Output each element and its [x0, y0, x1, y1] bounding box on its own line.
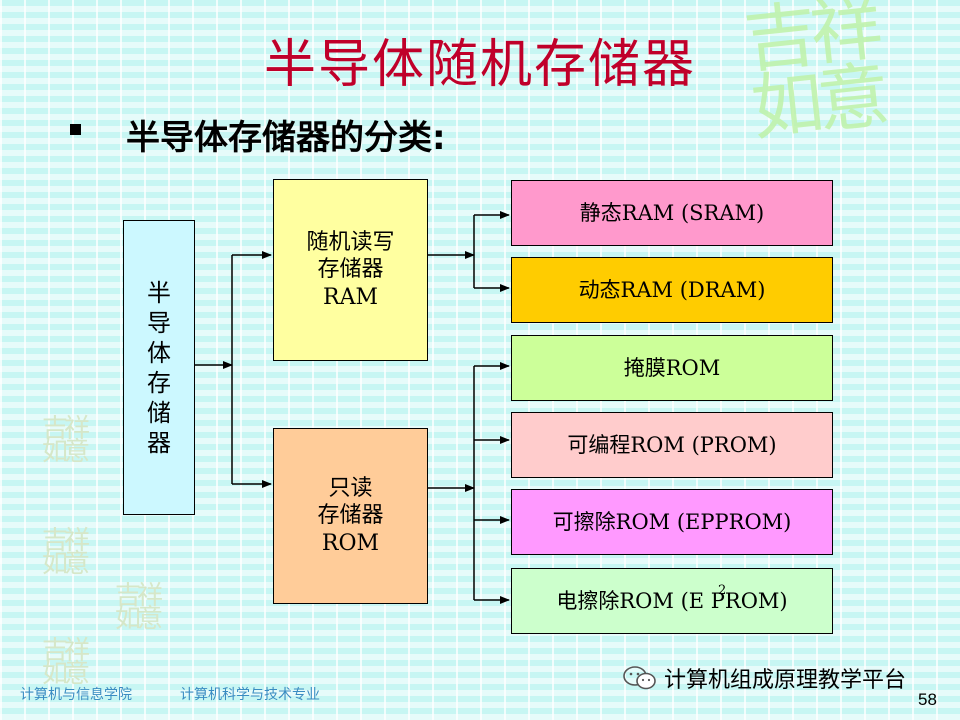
- footer-college: 计算机与信息学院: [20, 687, 132, 703]
- root-char: 导: [147, 308, 171, 337]
- brand-name: 计算机组成原理教学平台: [664, 668, 907, 693]
- calligraphy-watermark: 吉祥如意: [42, 526, 90, 580]
- root-char: 体: [147, 338, 171, 367]
- ram-label-line1: 随机读写: [306, 229, 395, 255]
- node-prom: 可编程ROM (PROM): [511, 412, 833, 478]
- calligraphy-watermark: 吉祥如意: [115, 581, 163, 635]
- node-eprom: 可擦除ROM (EPPROM): [511, 489, 833, 555]
- node-e2prom: 电擦除ROM (E PROM): [511, 568, 833, 634]
- rom-label-line3: ROM: [321, 530, 380, 556]
- node-semiconductor-memory: 半 导 体 存 储 器: [123, 220, 195, 515]
- node-mask-rom: 掩膜ROM: [511, 335, 833, 401]
- page-number: 58: [918, 690, 937, 709]
- root-char: 存: [147, 368, 171, 397]
- footer-major: 计算机科学与技术专业: [180, 687, 320, 703]
- root-char: 储: [147, 398, 171, 427]
- rom-label-line2: 存储器: [317, 503, 384, 529]
- root-char: 器: [147, 428, 171, 457]
- calligraphy-watermark: 吉祥如意: [42, 636, 90, 690]
- e2prom-superscript: 2: [718, 583, 727, 598]
- rom-label-line1: 只读: [328, 475, 373, 501]
- bullet-marker: [70, 124, 81, 135]
- wechat-icon: [623, 666, 656, 690]
- root-char: 半: [147, 278, 171, 307]
- calligraphy-watermark: 吉祥如意: [42, 414, 90, 468]
- ram-label-line2: 存储器: [317, 257, 384, 283]
- node-dram: 动态RAM (DRAM): [511, 257, 833, 323]
- node-sram: 静态RAM (SRAM): [511, 180, 833, 246]
- slide-title: 半导体随机存储器: [263, 35, 696, 95]
- node-ram: 随机读写 存储器 RAM: [273, 179, 428, 361]
- slide-subtitle: 半导体存储器的分类:: [126, 118, 446, 158]
- ram-label-line3: RAM: [323, 284, 378, 310]
- wechat-brand: 计算机组成原理教学平台: [622, 662, 906, 694]
- node-rom: 只读 存储器 ROM: [273, 428, 428, 604]
